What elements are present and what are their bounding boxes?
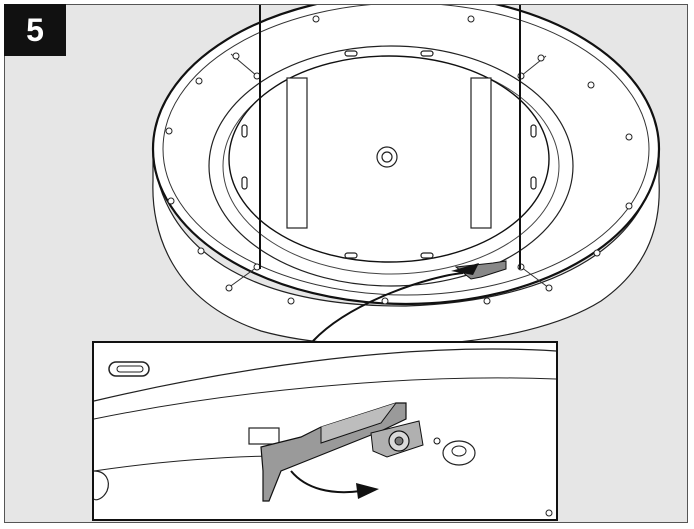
plate-clip: [454, 260, 507, 280]
plate-clip-arrow: [451, 263, 479, 275]
mounting-slot-right: [470, 77, 492, 229]
center-grommet-inner: [381, 151, 393, 163]
mounting-slot-left: [286, 77, 308, 229]
fixture-side-wall: [152, 150, 660, 347]
step-number-badge: 5: [4, 4, 66, 56]
callout-leader-line: [312, 272, 464, 342]
rim-screws: [165, 15, 633, 305]
detail-inset: [92, 341, 558, 521]
fixture-inner-rim: [162, 5, 650, 296]
fixture-illustration: [92, 5, 661, 521]
keyhole-slots: [241, 50, 537, 259]
illustration-panel: [4, 4, 688, 523]
rotate-arrow: [290, 470, 362, 494]
